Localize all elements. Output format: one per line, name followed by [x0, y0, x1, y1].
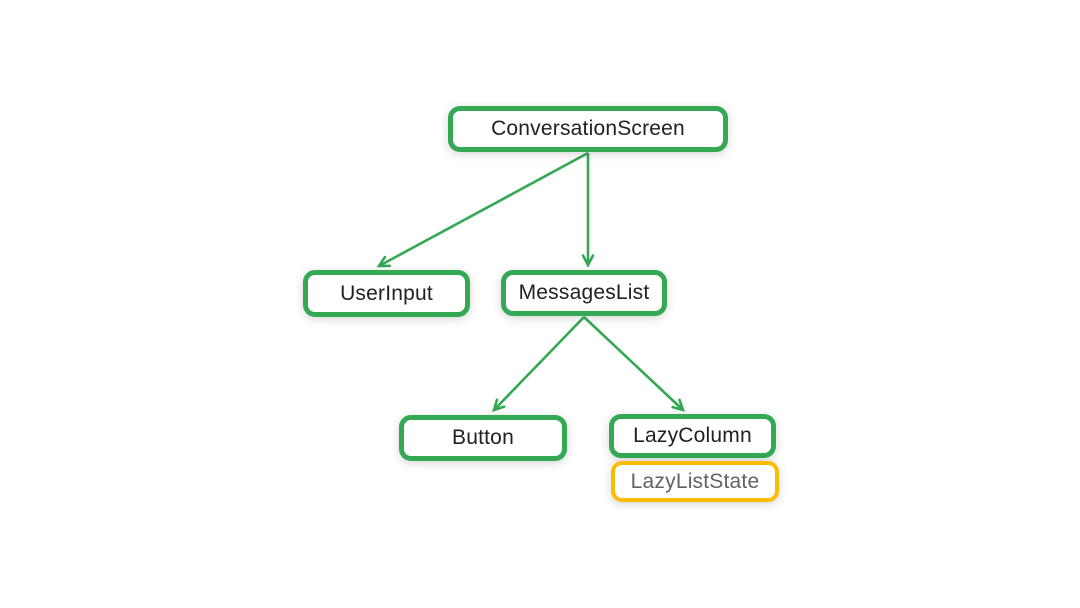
node-lazy-column: LazyColumn [609, 414, 776, 458]
node-button: Button [399, 415, 567, 461]
edge-conversationscreen-userinput [376, 151, 589, 268]
node-messages-list: MessagesList [501, 270, 667, 316]
node-lazy-list-state: LazyListState [611, 461, 779, 502]
node-user-input: UserInput [303, 270, 470, 317]
edge-messageslist-lazycolumn [583, 316, 686, 412]
node-conversation-screen: ConversationScreen [448, 106, 728, 152]
edge-messageslist-button [492, 316, 585, 413]
